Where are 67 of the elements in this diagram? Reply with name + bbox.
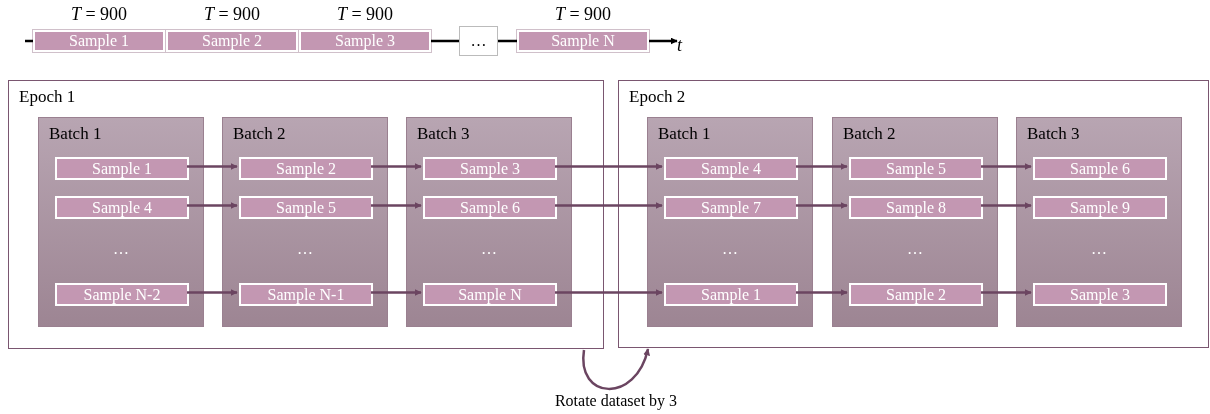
arrow (187, 202, 238, 209)
batch-panel (222, 117, 388, 327)
sample-box: Sample 1 (664, 283, 798, 306)
sample-box: Sample 6 (1033, 157, 1167, 180)
epoch-label: Epoch 2 (629, 87, 686, 107)
sample-box: Sample 7 (664, 196, 798, 219)
batch-label: Batch 2 (843, 124, 896, 144)
batch-label: Batch 1 (49, 124, 102, 144)
sample-box: Sample 9 (1033, 196, 1167, 219)
arrow (981, 202, 1032, 209)
batch-panel (406, 117, 572, 327)
sample-box: Sample 1 (33, 30, 165, 52)
arrow (555, 163, 663, 170)
duration-label: T = 900 (69, 4, 129, 25)
arrow (371, 289, 422, 296)
epoch-panel (8, 80, 604, 349)
ellipsis: … (1090, 240, 1108, 258)
batch-panel (38, 117, 204, 327)
sample-box: Sample 2 (239, 157, 373, 180)
batch-panel (832, 117, 998, 327)
batch-label: Batch 3 (417, 124, 470, 144)
arrow (555, 289, 663, 296)
duration-label: T = 900 (202, 4, 262, 25)
ellipsis: … (906, 240, 924, 258)
batch-panel (647, 117, 813, 327)
batch-label: Batch 1 (658, 124, 711, 144)
duration-label: T = 900 (335, 4, 395, 25)
sample-box: Sample 4 (664, 157, 798, 180)
arrow (796, 289, 848, 296)
arrow (981, 289, 1032, 296)
sample-box: Sample 3 (1033, 283, 1167, 306)
ellipsis-box: … (459, 26, 498, 56)
sample-box: Sample N-1 (239, 283, 373, 306)
axis-label: t (677, 34, 687, 56)
batch-panel (1016, 117, 1182, 327)
batch-label: Batch 2 (233, 124, 286, 144)
sample-box: Sample 3 (299, 30, 431, 52)
arrow (582, 348, 650, 390)
ellipsis: … (112, 240, 130, 258)
ellipsis: … (296, 240, 314, 258)
sample-box: Sample 5 (849, 157, 983, 180)
arrow (649, 37, 678, 45)
ellipsis: … (721, 240, 739, 258)
batch-label: Batch 3 (1027, 124, 1080, 144)
arrow (555, 202, 663, 209)
sample-box: Sample 1 (55, 157, 189, 180)
arrow (796, 163, 848, 170)
sample-box: Sample 8 (849, 196, 983, 219)
sample-box: Sample 6 (423, 196, 557, 219)
arrow (187, 289, 238, 296)
duration-label: T = 900 (553, 4, 613, 25)
arrow (187, 163, 238, 170)
epoch-panel (618, 80, 1209, 348)
sample-box: Sample 2 (166, 30, 298, 52)
sample-box: Sample N (517, 30, 649, 52)
sample-box: Sample 2 (849, 283, 983, 306)
sample-box: Sample 5 (239, 196, 373, 219)
arrow (981, 163, 1032, 170)
arrow (796, 202, 848, 209)
sample-box: Sample 3 (423, 157, 557, 180)
ellipsis: … (480, 240, 498, 258)
arrow (371, 163, 422, 170)
sample-box: Sample N (423, 283, 557, 306)
arrow (371, 202, 422, 209)
sample-box: Sample 4 (55, 196, 189, 219)
sample-box: Sample N-2 (55, 283, 189, 306)
epoch-label: Epoch 1 (19, 87, 76, 107)
